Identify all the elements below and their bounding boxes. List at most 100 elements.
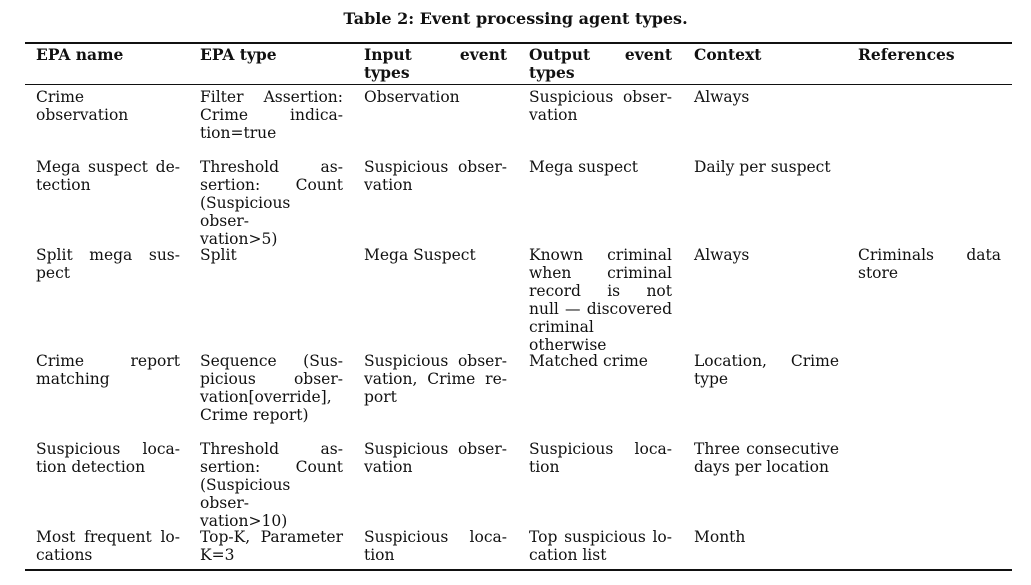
cell-line: Matched crime xyxy=(529,352,648,370)
output-types-cell: Matched crime xyxy=(529,352,672,370)
output-types-cell: Suspicious loca-tion xyxy=(529,440,672,476)
cell-line: port xyxy=(364,388,397,406)
output-types-cell: Suspicious obser-vation xyxy=(529,88,672,124)
cell-line: vation xyxy=(529,106,578,124)
output-types-cell: Mega suspect xyxy=(529,158,672,176)
context-cell: Always xyxy=(694,88,839,106)
epa-type-cell: Threshold as-sertion: Count(Suspicious o… xyxy=(200,158,343,248)
input-types-cell: Suspicious loca-tion xyxy=(364,528,507,564)
table-header-rule xyxy=(25,84,1012,85)
cell-line: pect xyxy=(36,264,71,282)
cell-line: Suspicious loca- xyxy=(364,528,507,546)
cell-line: Crime observation xyxy=(36,88,129,124)
cell-line: K=3 xyxy=(200,546,235,564)
epa-type-cell: Sequence (Sus-picious obser-vation[overr… xyxy=(200,352,343,424)
epa-name-cell: Crime observation xyxy=(36,88,180,124)
cell-line: Crime indica- xyxy=(200,106,343,124)
context-cell: Always xyxy=(694,246,839,264)
cell-line: sertion: Count xyxy=(200,176,343,194)
cell-line: type xyxy=(694,370,729,388)
cell-line: when criminal xyxy=(529,264,672,282)
cell-line: matching xyxy=(36,370,110,388)
cell-line: tion detection xyxy=(36,458,146,476)
epa-type-cell: Filter Assertion:Crime indica-tion=true xyxy=(200,88,343,142)
cell-line: vation xyxy=(364,458,413,476)
cell-line: Threshold as- xyxy=(200,440,343,458)
cell-line: vation>10) xyxy=(200,512,288,530)
input-types-cell: Suspicious obser-vation, Crime re-port xyxy=(364,352,507,406)
epa-name-cell: Most frequent lo-cations xyxy=(36,528,180,564)
epa-name-cell: Split mega sus-pect xyxy=(36,246,180,282)
cell-line: Threshold as- xyxy=(200,158,343,176)
cell-line: Split xyxy=(200,246,237,264)
header-output-event-types: Output event types xyxy=(529,45,672,82)
input-types-cell: Suspicious obser-vation xyxy=(364,440,507,476)
cell-line: Sequence (Sus- xyxy=(200,352,343,370)
cell-line: Location, Crime xyxy=(694,352,839,370)
table-bottom-rule xyxy=(25,569,1012,571)
context-cell: Daily per suspect xyxy=(694,158,839,176)
cell-line: Known criminal xyxy=(529,246,672,264)
cell-line: vation>5) xyxy=(200,230,278,248)
header-epa-type: EPA type xyxy=(200,45,277,64)
cell-line: days per location xyxy=(694,458,829,476)
cell-line: Always xyxy=(694,246,750,264)
cell-line: Mega suspect xyxy=(529,158,639,176)
cell-line: null — discovered xyxy=(529,300,672,318)
input-types-cell: Observation xyxy=(364,88,507,106)
cell-line: tion xyxy=(529,458,560,476)
cell-line: tion xyxy=(364,546,395,564)
cell-line: cation list xyxy=(529,546,607,564)
header-context: Context xyxy=(694,45,762,64)
cell-line: store xyxy=(858,264,899,282)
cell-line: Most frequent lo- xyxy=(36,528,180,546)
cell-line: criminal otherwise xyxy=(529,318,607,354)
cell-line: Suspicious obser- xyxy=(364,352,507,370)
epa-name-cell: Suspicious loca-tion detection xyxy=(36,440,180,476)
cell-line: Mega Suspect xyxy=(364,246,476,264)
cell-line: Three consecutive xyxy=(694,440,839,458)
cell-line: (Suspicious obser- xyxy=(200,194,291,230)
cell-line: Split mega sus- xyxy=(36,246,180,264)
cell-line: Crime report) xyxy=(200,406,309,424)
cell-line: record is not xyxy=(529,282,672,300)
cell-line: Suspicious loca- xyxy=(36,440,180,458)
cell-line: Suspicious obser- xyxy=(364,440,507,458)
header-references: References xyxy=(858,45,955,64)
cell-line: Suspicious obser- xyxy=(364,158,507,176)
cell-line: vation, Crime re- xyxy=(364,370,507,388)
table-caption: Table 2: Event processing agent types. xyxy=(343,9,688,28)
cell-line: (Suspicious obser- xyxy=(200,476,291,512)
epa-name-cell: Mega suspect de-tection xyxy=(36,158,180,194)
cell-line: Top-K, Parameter xyxy=(200,528,343,546)
cell-line: vation[override], xyxy=(200,388,332,406)
cell-line: Month xyxy=(694,528,746,546)
cell-line: Criminals data xyxy=(858,246,1001,264)
epa-type-cell: Threshold as-sertion: Count(Suspicious o… xyxy=(200,440,343,530)
cell-line: Daily per suspect xyxy=(694,158,831,176)
header-input-event-types: Input event types xyxy=(364,45,507,82)
cell-line: picious obser- xyxy=(200,370,343,388)
cell-line: Suspicious obser- xyxy=(529,88,672,106)
cell-line: Crime report xyxy=(36,352,180,370)
cell-line: Always xyxy=(694,88,750,106)
context-cell: Month xyxy=(694,528,839,546)
header-epa-name: EPA name xyxy=(36,45,124,64)
cell-line: Filter Assertion: xyxy=(200,88,343,106)
cell-line: tion=true xyxy=(200,124,277,142)
epa-type-cell: Split xyxy=(200,246,343,264)
cell-line: Observation xyxy=(364,88,460,106)
cell-line: tection xyxy=(36,176,91,194)
output-types-cell: Top suspicious lo-cation list xyxy=(529,528,672,564)
cell-line: Suspicious loca- xyxy=(529,440,672,458)
cell-line: cations xyxy=(36,546,93,564)
table-top-rule xyxy=(25,42,1012,44)
input-types-cell: Mega Suspect xyxy=(364,246,507,264)
cell-line: sertion: Count xyxy=(200,458,343,476)
